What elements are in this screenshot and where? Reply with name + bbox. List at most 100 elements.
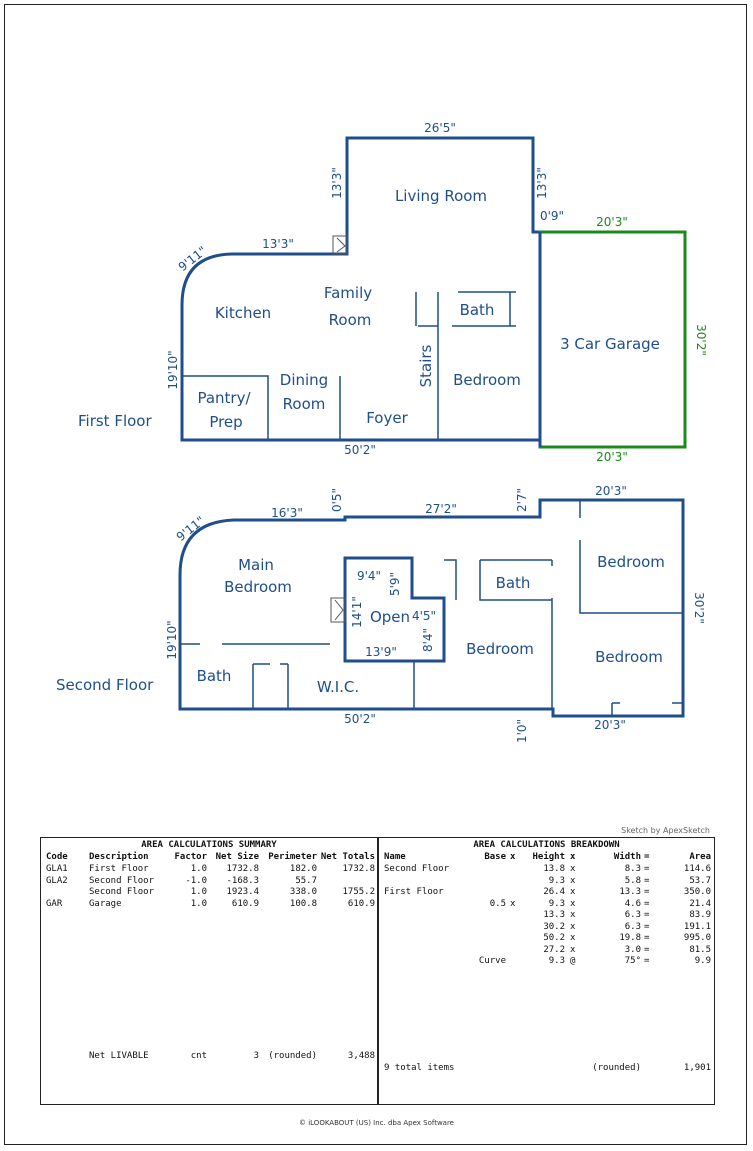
dimension-label: 16'3" (271, 506, 303, 520)
breakdown-cell: x (570, 887, 576, 897)
dimension-label: 27'2" (425, 502, 457, 516)
room-label: Main (238, 556, 274, 574)
summary-cell: 182.0 (289, 864, 317, 874)
summary-header: Description (89, 852, 149, 862)
stairs-wall (415, 292, 439, 440)
dimension-label: 20'3" (594, 718, 626, 732)
breakdown-cell: 53.7 (689, 875, 711, 886)
summary-footer-label: Net LIVABLE (89, 1051, 149, 1061)
dimension-label: 30'2" (694, 324, 708, 356)
summary-cell: 610.9 (231, 898, 259, 909)
breakdown-cell: 83.9 (689, 910, 711, 920)
dimension-label: 5'9" (388, 572, 402, 596)
breakdown-cell: 13.8 (543, 864, 565, 874)
room-label: W.I.C. (317, 678, 359, 696)
breakdown-cell: 6.3 (624, 921, 641, 932)
breakdown-cell: 9.3 (548, 956, 565, 966)
summary-cell: Second Floor (89, 887, 155, 897)
breakdown-cell: 9.3 (548, 875, 565, 886)
floor-plan-sketch: First Floor Living Room Kitchen Family R… (56, 121, 708, 743)
breakdown-cell: = (644, 898, 650, 909)
breakdown-cell: 13.3 (619, 887, 641, 897)
breakdown-header: = (644, 852, 650, 862)
room-label: Bedroom (466, 640, 534, 658)
floor-label: Second Floor (56, 676, 154, 694)
fireplace-icon (330, 597, 346, 623)
breakdown-cell: 995.0 (683, 933, 711, 943)
breakdown-table: AREA CALCULATIONS BREAKDOWN Name Base x … (379, 838, 714, 1104)
sketch-credit: Sketch by ApexSketch (621, 826, 710, 835)
summary-title: AREA CALCULATIONS SUMMARY (141, 840, 277, 850)
breakdown-cell: 9.3 (548, 898, 565, 909)
room-label: Room (283, 395, 326, 413)
room-label: Bedroom (597, 553, 665, 571)
room-label: Foyer (366, 409, 408, 427)
copyright-notice: © iLOOKABOUT (US) Inc. dba Apex Software (298, 1119, 454, 1127)
room-label: Family (324, 284, 372, 302)
summary-cell: 1755.2 (342, 887, 375, 897)
room-label: Dining (280, 371, 328, 389)
breakdown-cell: x (570, 944, 576, 955)
summary-cell: 610.9 (347, 898, 375, 909)
breakdown-cell: x (570, 910, 576, 920)
pantry-wall (182, 375, 269, 440)
room-label: Bedroom (224, 578, 292, 596)
room-label: Bath (197, 667, 232, 685)
breakdown-cell: = (644, 864, 650, 874)
dimension-label: 20'3" (595, 484, 627, 498)
breakdown-cell: = (644, 956, 650, 966)
dimension-label: 0'5" (330, 488, 344, 512)
breakdown-header: Name (384, 852, 406, 862)
room-label: Pantry/ (197, 389, 251, 407)
breakdown-cell: 81.5 (689, 944, 711, 955)
breakdown-cell: 4.6 (624, 898, 641, 909)
breakdown-header: x (510, 852, 516, 862)
summary-cell: First Floor (89, 864, 149, 874)
summary-cell: 55.7 (295, 875, 317, 886)
breakdown-cell: Second Floor (384, 864, 450, 874)
breakdown-header: Base (484, 852, 506, 862)
closet-walls (611, 702, 683, 716)
breakdown-cell: @ (570, 956, 576, 966)
breakdown-footer-rounded: (rounded) (592, 1063, 641, 1073)
bedroom-walls (579, 500, 683, 614)
breakdown-cell: x (510, 898, 516, 909)
dimension-label: 0'9" (540, 209, 564, 223)
breakdown-cell: x (570, 864, 576, 874)
breakdown-header: Area (689, 852, 711, 862)
breakdown-cell: 19.8 (619, 933, 641, 943)
breakdown-cell: = (644, 944, 650, 955)
room-label: Bedroom (453, 371, 521, 389)
closet-walls (252, 663, 289, 709)
breakdown-footer-items: 9 total items (384, 1063, 455, 1073)
summary-footer-rounded: (rounded) (268, 1051, 317, 1061)
summary-cell: -168.3 (226, 875, 259, 886)
breakdown-cell: 6.3 (624, 910, 641, 920)
breakdown-cell: = (644, 887, 650, 897)
floor-label: First Floor (78, 412, 152, 430)
dimension-label: 13'3" (330, 167, 344, 199)
breakdown-cell: 0.5 (489, 898, 506, 909)
breakdown-cell: x (570, 921, 576, 932)
dimension-label: 9'4" (357, 569, 381, 583)
summary-footer-total: 3,488 (347, 1051, 375, 1061)
dimension-label: 13'3" (535, 167, 549, 199)
breakdown-footer-total: 1,901 (683, 1063, 711, 1073)
room-label: Bedroom (595, 648, 663, 666)
dimension-label: 20'3" (596, 450, 628, 464)
breakdown-header: Height (532, 852, 565, 862)
dimension-label: 19'10" (166, 350, 180, 389)
breakdown-cell: 26.4 (543, 887, 565, 897)
dimension-label: 8'4" (421, 628, 435, 652)
breakdown-cell: = (644, 933, 650, 943)
summary-cell: 1.0 (190, 887, 207, 897)
bath-walls (444, 559, 553, 709)
room-label: Kitchen (215, 304, 271, 322)
breakdown-cell: Curve (478, 956, 506, 966)
summary-cell: 338.0 (289, 887, 317, 897)
breakdown-header: Width (613, 852, 641, 862)
dimension-label: 1'0" (515, 719, 529, 743)
room-label: Bath (496, 574, 531, 592)
summary-cell: -1.0 (185, 875, 207, 886)
breakdown-header: x (570, 852, 576, 862)
